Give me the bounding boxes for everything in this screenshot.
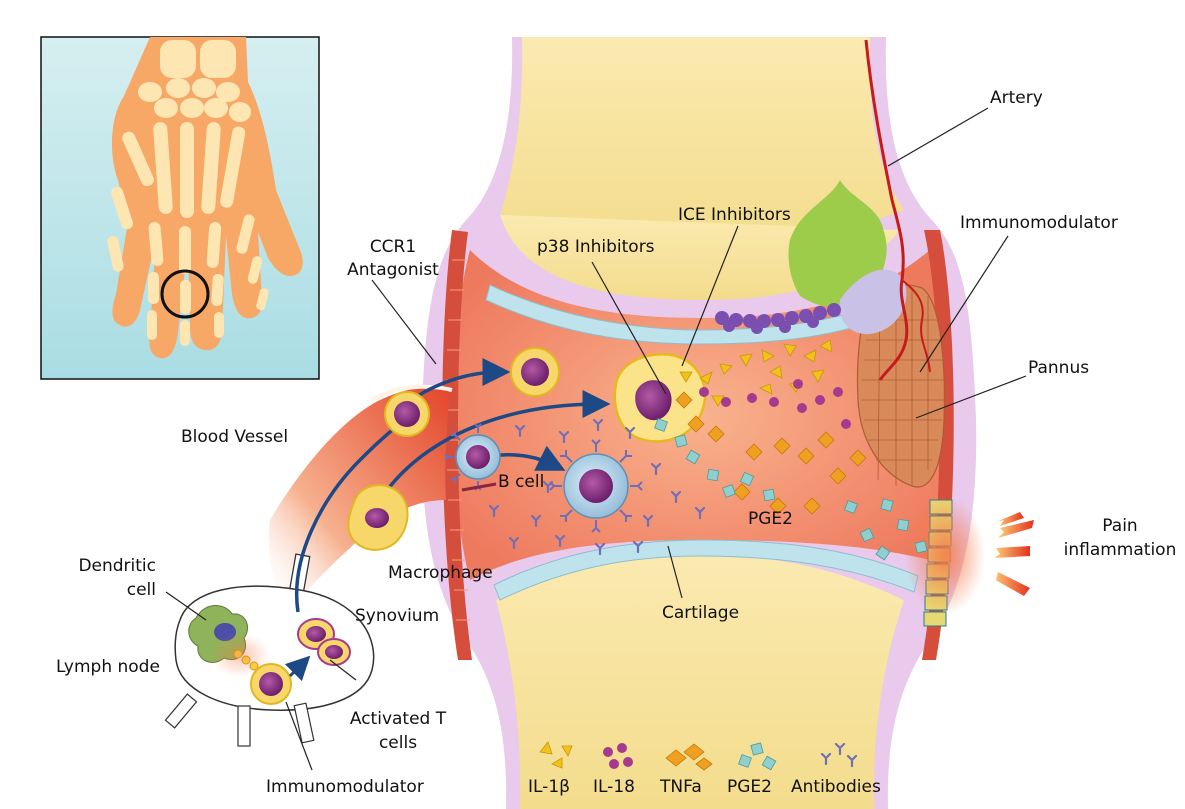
label-dendritic-line2: cell xyxy=(126,580,156,600)
label-macrophage: Macrophage xyxy=(388,563,493,583)
mediators xyxy=(488,339,928,561)
label-dendritic-line1: Dendritic xyxy=(78,556,156,576)
label-ice-inhibitors: ICE Inhibitors xyxy=(678,205,791,225)
label-p38-inhibitors: p38 Inhibitors xyxy=(537,237,655,257)
legend-label-il1b: IL-1β xyxy=(528,777,570,797)
label-activated-line2: cells xyxy=(378,733,418,753)
label-activated-line1: Activated T xyxy=(349,709,447,729)
legend-antibodies-icon xyxy=(820,742,858,768)
legend-symbols xyxy=(539,741,858,771)
label-immunomodulator-top: Immunomodulator xyxy=(960,213,1118,233)
leader-lines xyxy=(165,107,1027,771)
label-pain-line2: inflammation xyxy=(1063,540,1177,560)
legend-pge2-icon xyxy=(738,742,777,771)
label-pain-line1: Pain xyxy=(1102,516,1138,536)
label-pannus: Pannus xyxy=(1028,358,1090,378)
hand-inset xyxy=(40,36,320,380)
legend-label-tnfa: TNFa xyxy=(660,777,702,797)
legend-il18-icon xyxy=(603,743,633,769)
legend-tnfa-icon xyxy=(665,743,713,771)
label-artery: Artery xyxy=(990,88,1043,108)
label-ccr1-line1: CCR1 xyxy=(369,237,417,257)
label-cartilage: Cartilage xyxy=(662,603,740,623)
legend-il1b-icon xyxy=(539,741,573,769)
label-synovium: Synovium xyxy=(355,606,440,626)
legend-label-il18: IL-18 xyxy=(593,777,635,797)
label-lymph-node: Lymph node xyxy=(56,657,160,677)
legend-label-antibodies: Antibodies xyxy=(791,777,881,797)
label-blood-vessel: Blood Vessel xyxy=(181,427,289,447)
pain-arrows xyxy=(992,512,1034,596)
pannus xyxy=(715,180,945,488)
legend-label-pge2: PGE2 xyxy=(727,777,772,797)
lymph-node xyxy=(164,553,375,747)
label-immunomodulator-bottom: Immunomodulator xyxy=(266,777,424,797)
label-b-cell: B cell xyxy=(498,472,545,492)
label-pge2: PGE2 xyxy=(748,509,793,529)
label-ccr1-line2: Antagonist xyxy=(347,260,439,280)
artery-vessel xyxy=(864,39,909,381)
